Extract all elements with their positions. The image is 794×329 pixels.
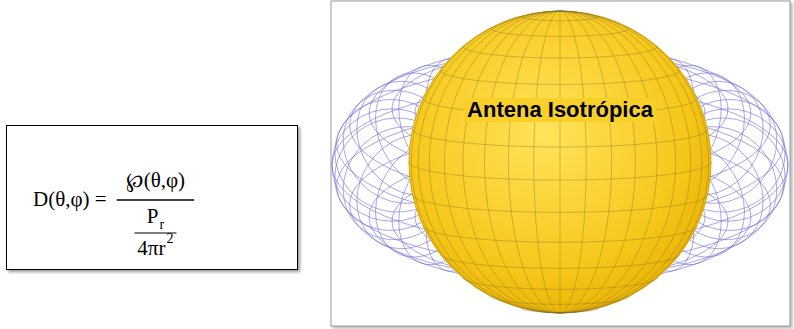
formula-term: 4πr	[137, 238, 165, 259]
formula-term: 2	[166, 232, 173, 246]
formula-term: P	[147, 206, 159, 227]
isotropic-sphere: Antena Isotrópica	[408, 10, 712, 314]
figure-frame	[331, 1, 790, 326]
fraction-bar	[117, 199, 194, 200]
formula-term: ℘(θ,φ)	[126, 170, 185, 191]
sphere-outline	[408, 10, 712, 314]
formula-box: D(θ,φ) = ℘(θ,φ) Pr 4πr2	[6, 125, 298, 270]
antenna-label: Antena Isotrópica	[464, 98, 656, 122]
formula-term: r	[159, 218, 164, 232]
formula-term: D(θ,φ) =	[33, 189, 107, 210]
